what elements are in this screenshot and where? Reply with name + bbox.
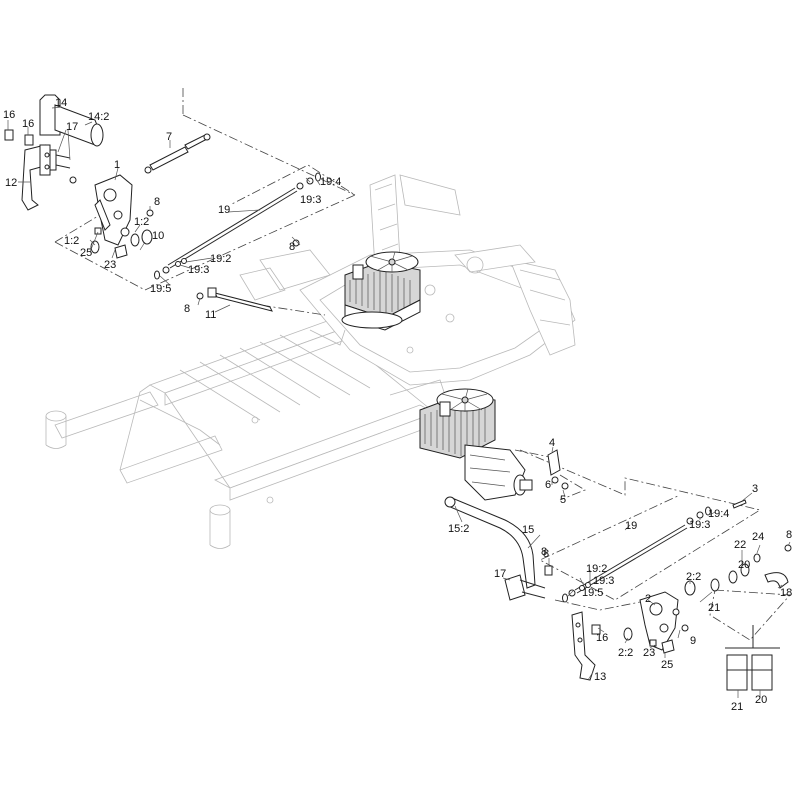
callout-12: 12 <box>5 177 17 189</box>
callout-16: 16 <box>596 632 608 644</box>
callout-1-2: 1:2 <box>64 235 79 247</box>
callout-24: 24 <box>752 531 764 543</box>
callout-25: 25 <box>661 659 673 671</box>
linkage-rod-19-icon <box>154 172 321 280</box>
callout-19: 19 <box>218 204 230 216</box>
callout-14: 14 <box>55 97 67 109</box>
callout-9: 9 <box>690 635 696 647</box>
callout-1: 1 <box>114 159 120 171</box>
callout-14-2: 14:2 <box>88 111 109 123</box>
callout-2-2: 2:2 <box>618 647 633 659</box>
callout-6: 6 <box>545 479 551 491</box>
left-control-arm-assembly <box>4 94 321 312</box>
callout-3: 3 <box>752 483 758 495</box>
callout-1-2: 1:2 <box>134 216 149 228</box>
damper-7-icon <box>144 133 211 174</box>
callout-8: 8 <box>184 303 190 315</box>
lower-cooling-fan-icon <box>436 388 494 412</box>
callout-19: 19 <box>625 520 637 532</box>
callout-2: 2 <box>645 593 651 605</box>
nut-8-icon <box>544 565 553 576</box>
callout-19-3: 19:3 <box>188 264 209 276</box>
callout-labels: 16 14 14:2 16 7 17 1 12 19:4 19 19:3 8 1… <box>3 97 792 713</box>
lower-transaxle <box>419 388 533 501</box>
callout-19-2: 19:2 <box>586 563 607 575</box>
callout-2-2: 2:2 <box>686 571 701 583</box>
leader-lines <box>7 106 791 698</box>
callout-20: 20 <box>738 559 750 571</box>
callout-19-4: 19:4 <box>708 508 729 520</box>
callout-20: 20 <box>755 694 767 706</box>
pivot-bracket-1-icon <box>94 174 133 246</box>
bracket-4-icon <box>547 449 561 476</box>
assembly-guide-lines <box>54 88 791 641</box>
callout-5: 5 <box>560 494 566 506</box>
callout-19-4: 19:4 <box>320 176 341 188</box>
callout-19-2: 19:2 <box>210 253 231 265</box>
handle-15-icon <box>444 496 536 589</box>
callout-19-3: 19:3 <box>689 519 710 531</box>
pivot-bracket-2-icon <box>639 591 679 651</box>
callout-19-3: 19:3 <box>300 194 321 206</box>
callout-23: 23 <box>643 647 655 659</box>
callout-17: 17 <box>494 568 506 580</box>
callout-8: 8 <box>786 529 792 541</box>
bolt-16-icon <box>4 129 14 141</box>
callout-19-5: 19:5 <box>582 587 603 599</box>
callout-11: 11 <box>205 309 216 321</box>
callout-18: 18 <box>780 587 792 599</box>
callout-15: 15 <box>522 524 534 536</box>
callout-8: 8 <box>154 196 160 208</box>
spacer-detail-icon <box>725 625 780 691</box>
callout-4: 4 <box>549 437 555 449</box>
callout-19-5: 19:5 <box>150 283 171 295</box>
callout-23: 23 <box>104 259 116 271</box>
callout-19-3: 19:3 <box>593 575 614 587</box>
right-control-arm-assembly <box>444 449 792 691</box>
callout-13: 13 <box>594 671 606 683</box>
mower-frame-outline <box>45 174 576 549</box>
clip-18-icon <box>764 572 789 589</box>
callout-21: 21 <box>731 701 743 713</box>
nut-8-icon <box>292 239 300 247</box>
callout-16: 16 <box>3 109 15 121</box>
callout-21: 21 <box>708 602 720 614</box>
callout-8: 8 <box>541 546 547 558</box>
callout-25: 25 <box>80 247 92 259</box>
upper-cooling-fan-icon <box>365 251 419 273</box>
callout-8: 8 <box>543 548 549 560</box>
callout-22: 22 <box>734 539 746 551</box>
linkage-rod-19-icon <box>562 506 711 603</box>
callout-8: 8 <box>289 241 295 253</box>
callout-15-2: 15:2 <box>448 523 469 535</box>
callout-7: 7 <box>166 131 172 143</box>
bolt-16-icon <box>24 134 34 146</box>
callout-17: 17 <box>66 121 78 133</box>
control-arm-13-icon <box>571 611 596 681</box>
callout-16: 16 <box>22 118 34 130</box>
upper-transaxle <box>341 251 421 331</box>
callout-10: 10 <box>152 230 164 242</box>
